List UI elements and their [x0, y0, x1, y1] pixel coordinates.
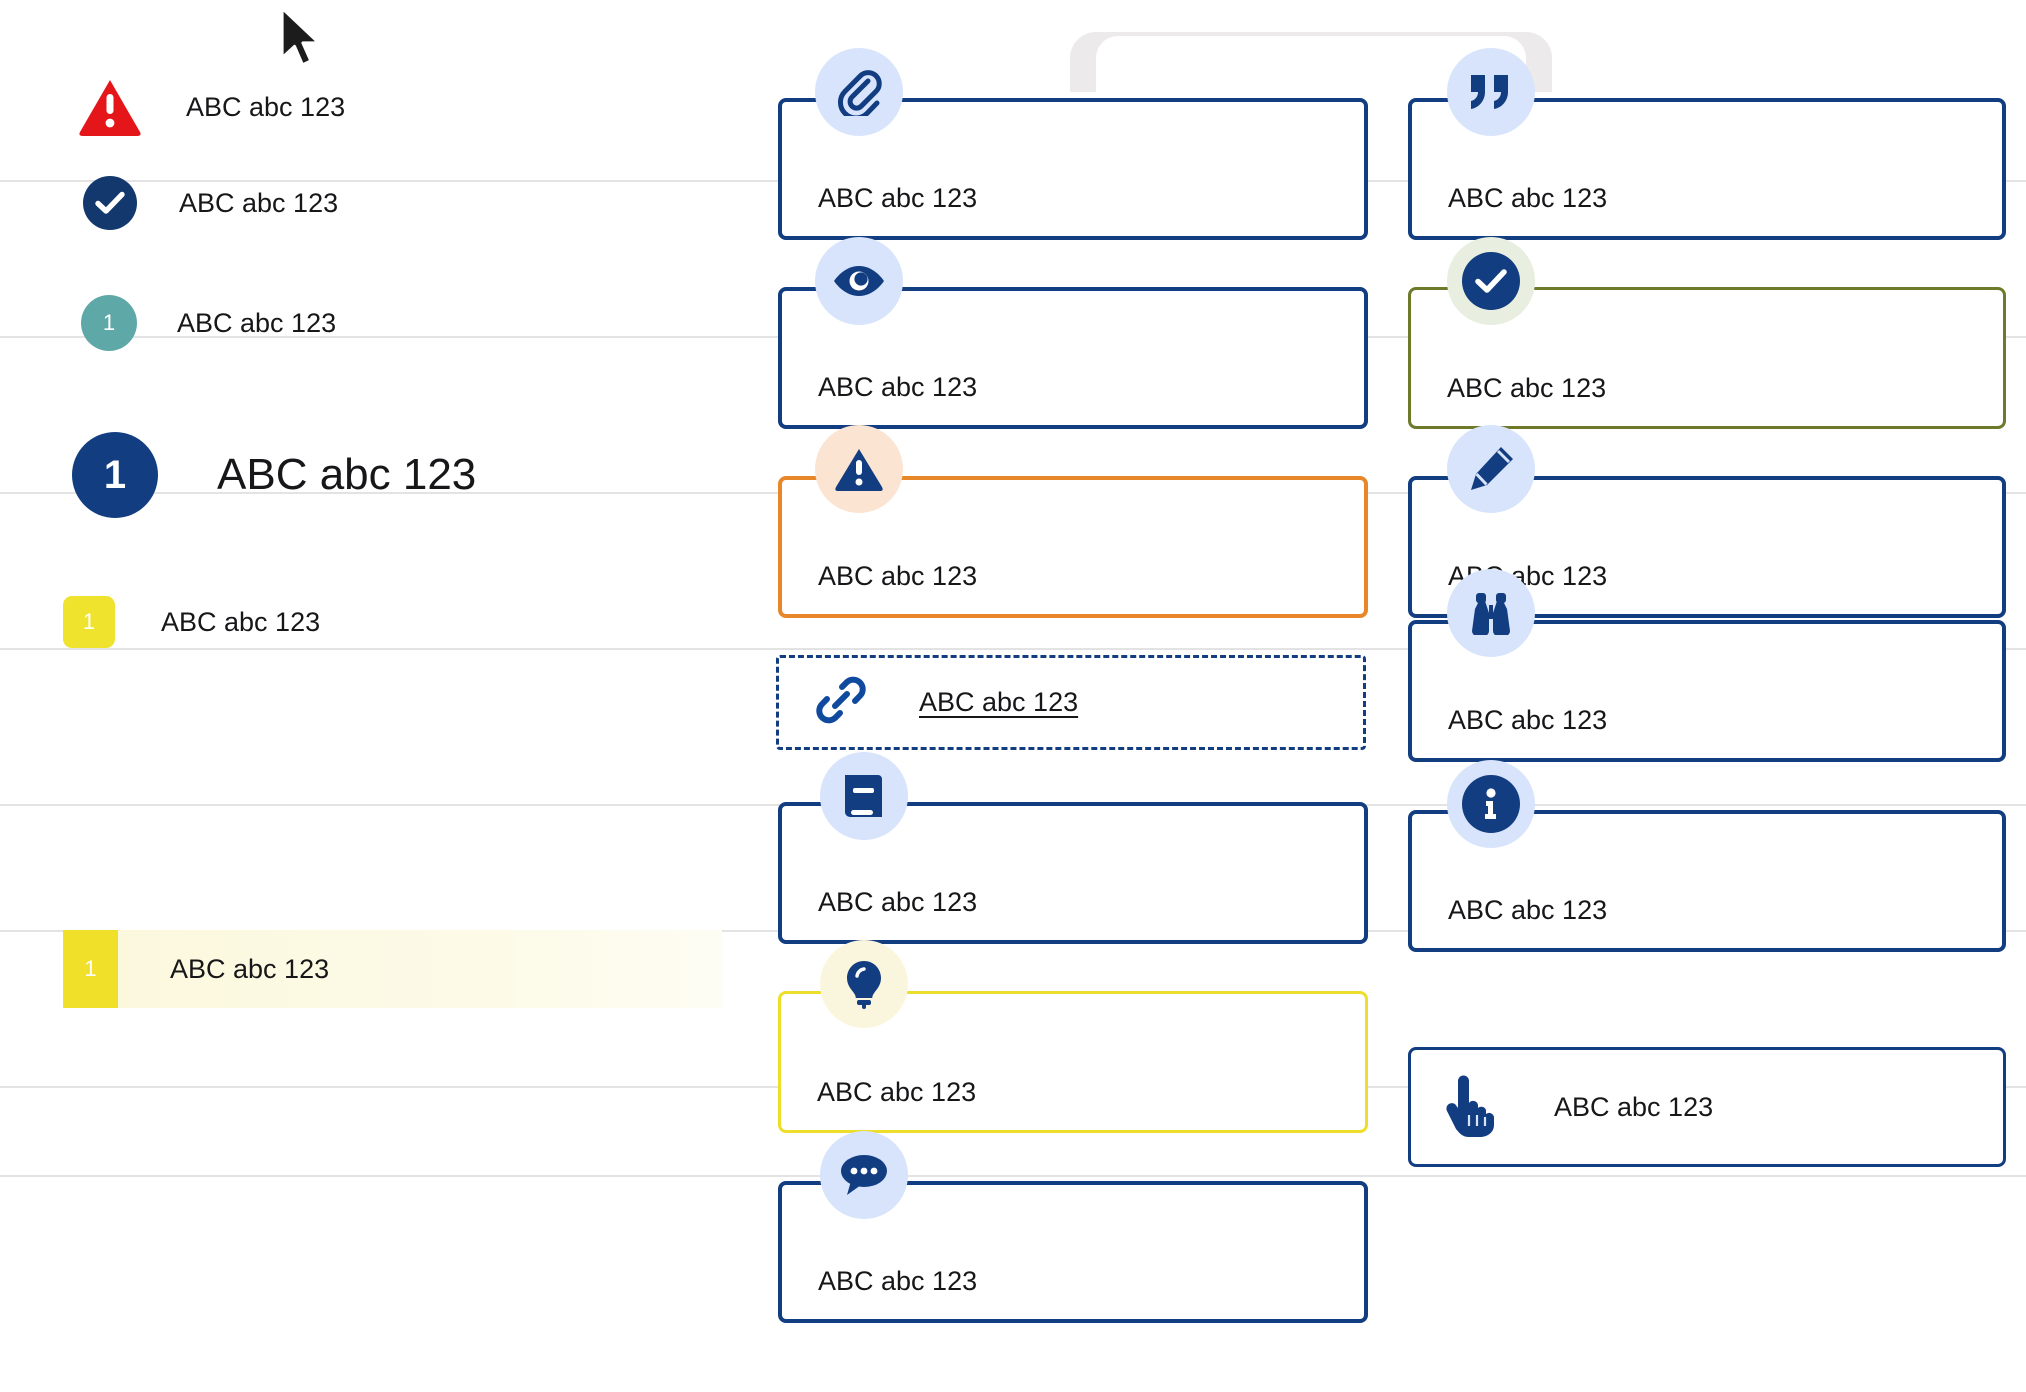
- warning-triangle-icon: [78, 78, 142, 136]
- quote-icon: [1447, 48, 1535, 136]
- list-item-highlighted[interactable]: 1 ABC abc 123: [63, 930, 329, 1008]
- list-item[interactable]: 1 ABC abc 123: [72, 432, 476, 518]
- list-item-label: ABC abc 123: [161, 606, 321, 637]
- mouse-pointer-icon: [278, 6, 330, 81]
- card-label: ABC abc 123: [1554, 1091, 1714, 1122]
- card-label: ABC abc 123: [818, 1266, 978, 1296]
- list-item[interactable]: ABC abc 123: [78, 78, 345, 136]
- card-label: ABC abc 123: [1448, 895, 1608, 925]
- pencil-icon: [1447, 425, 1535, 513]
- list-item-label: ABC abc 123: [179, 187, 339, 218]
- card-label: ABC abc 123: [1448, 183, 1608, 213]
- list-item[interactable]: 1 ABC abc 123: [81, 295, 336, 351]
- row-divider: [0, 648, 2026, 650]
- binoculars-icon: [1447, 569, 1535, 657]
- lightbulb-icon: [820, 940, 908, 1028]
- card-label: ABC abc 123: [817, 1077, 977, 1107]
- card-label: ABC abc 123: [1447, 373, 1607, 403]
- card-label: ABC abc 123: [818, 887, 978, 917]
- number-badge-icon: 1: [72, 432, 158, 518]
- list-item-label: ABC abc 123: [170, 953, 330, 984]
- card-eye[interactable]: ABC abc 123: [778, 287, 1368, 429]
- row-divider: [0, 1175, 2026, 1177]
- badge-number: 1: [103, 452, 127, 497]
- badge-number: 1: [82, 609, 96, 634]
- left-column: ABC abc 123 ABC abc 123 1 ABC abc 123 1 …: [0, 0, 760, 1392]
- card-link-label[interactable]: ABC abc 123: [919, 687, 1079, 717]
- list-item[interactable]: 1 ABC abc 123: [63, 596, 320, 648]
- badge-number: 1: [102, 310, 116, 335]
- card-label: ABC abc 123: [818, 372, 978, 402]
- list-item-label: ABC abc 123: [177, 307, 337, 338]
- card-pointing-hand[interactable]: ABC abc 123: [1408, 1047, 2006, 1167]
- warning-triangle-icon: [815, 425, 903, 513]
- highlight-band: [82, 930, 722, 1008]
- card-label: ABC abc 123: [818, 183, 978, 213]
- card-link[interactable]: ABC abc 123: [776, 655, 1366, 750]
- link-icon: [815, 674, 867, 731]
- badge-number: 1: [84, 956, 97, 981]
- list-item-label: ABC abc 123: [217, 450, 477, 499]
- list-item-label: ABC abc 123: [186, 91, 346, 122]
- eye-icon: [815, 237, 903, 325]
- check-circle-icon: [83, 176, 137, 230]
- comment-icon: [820, 1131, 908, 1219]
- info-icon: [1447, 760, 1535, 848]
- check-circle-icon: [1447, 237, 1535, 325]
- number-badge-icon: 1: [63, 930, 118, 1008]
- pointing-hand-icon: [1441, 1073, 1499, 1142]
- card-label: ABC abc 123: [818, 561, 978, 591]
- number-badge-icon: 1: [63, 596, 115, 648]
- card-label: ABC abc 123: [1448, 705, 1608, 735]
- paperclip-icon: [815, 48, 903, 136]
- list-item[interactable]: ABC abc 123: [83, 176, 338, 230]
- book-icon: [820, 752, 908, 840]
- number-badge-icon: 1: [81, 295, 137, 351]
